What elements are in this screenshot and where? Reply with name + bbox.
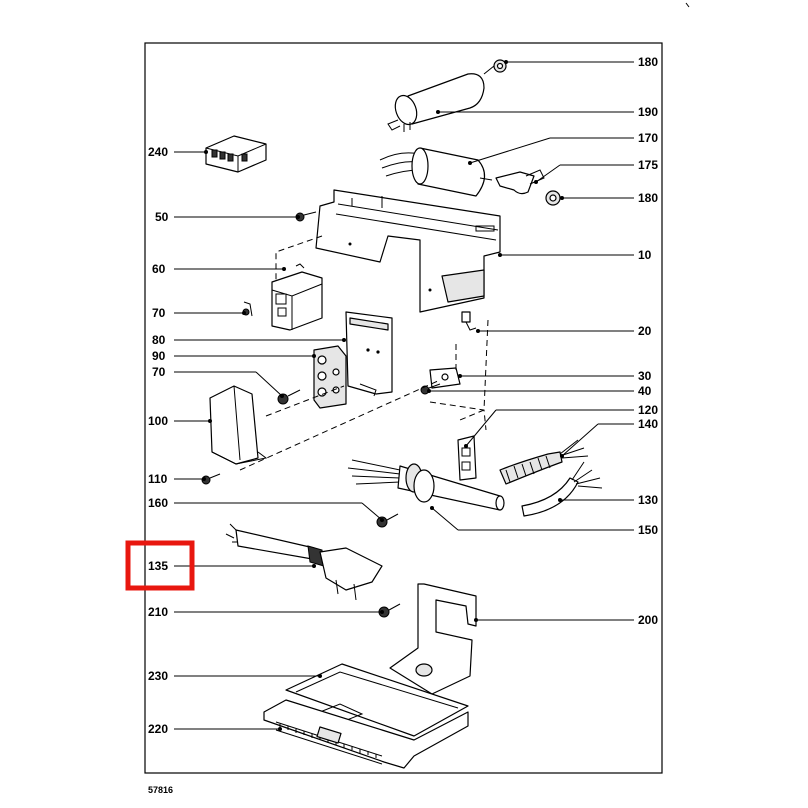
part-240-terminal-block[interactable] (205, 135, 267, 173)
label-230[interactable]: 230 (148, 669, 168, 683)
label-30[interactable]: 30 (638, 369, 652, 383)
label-20[interactable]: 20 (638, 324, 652, 338)
label-70-upper[interactable]: 70 (152, 306, 166, 320)
label-80[interactable]: 80 (152, 333, 166, 347)
label-140[interactable]: 140 (638, 417, 658, 431)
label-200[interactable]: 200 (638, 613, 658, 627)
label-100[interactable]: 100 (148, 414, 168, 428)
part-135-power-cord[interactable] (225, 523, 383, 601)
label-110[interactable]: 110 (148, 472, 168, 486)
part-175-clamp[interactable] (495, 169, 545, 195)
part-120-cable-holder[interactable] (457, 435, 477, 481)
leader-lines (174, 60, 634, 731)
label-180-top[interactable]: 180 (638, 55, 658, 69)
label-175[interactable]: 175 (638, 158, 658, 172)
label-130[interactable]: 130 (638, 493, 658, 507)
label-150[interactable]: 150 (638, 523, 658, 537)
part-170-capacitor-wired[interactable] (379, 147, 493, 197)
label-120[interactable]: 120 (638, 403, 658, 417)
part-60-relay[interactable] (271, 263, 323, 331)
part-10-mounting-plate[interactable] (315, 189, 501, 313)
label-240[interactable]: 240 (148, 145, 168, 159)
label-210[interactable]: 210 (148, 605, 168, 619)
part-100-cover[interactable] (209, 385, 268, 465)
highlight-box-135 (125, 540, 195, 591)
part-190-capacitor[interactable] (387, 73, 485, 132)
part-labels: 180 190 170 175 180 10 20 30 40 120 140 … (148, 55, 658, 736)
part-90-contactor[interactable] (313, 345, 347, 409)
part-140-corrugated-hose[interactable] (499, 439, 589, 485)
label-90[interactable]: 90 (152, 349, 166, 363)
part-40-screw[interactable] (420, 383, 441, 395)
label-170[interactable]: 170 (638, 131, 658, 145)
assembly-lines (239, 235, 489, 471)
part-130-cable[interactable] (521, 461, 603, 517)
part-220-control-board[interactable] (263, 699, 469, 769)
diagram-frame (144, 42, 663, 774)
part-80-mounting-board[interactable] (345, 311, 393, 397)
label-190[interactable]: 190 (638, 105, 658, 119)
label-70-lower[interactable]: 70 (152, 365, 166, 379)
part-180-nut-right[interactable] (545, 190, 561, 206)
part-150-cable-gland[interactable] (347, 459, 505, 511)
label-50[interactable]: 50 (155, 210, 169, 224)
figure-number: 57816 (148, 785, 173, 795)
part-20-bracket[interactable] (461, 311, 477, 331)
label-180-right[interactable]: 180 (638, 191, 658, 205)
label-160[interactable]: 160 (148, 496, 168, 510)
part-30-clip[interactable] (429, 367, 461, 389)
part-180-nut-top[interactable] (483, 59, 507, 75)
label-10[interactable]: 10 (638, 248, 652, 262)
label-135[interactable]: 135 (148, 559, 168, 573)
label-60[interactable]: 60 (152, 262, 166, 276)
part-200-bracket-plate[interactable] (389, 583, 477, 695)
label-220[interactable]: 220 (148, 722, 168, 736)
label-40[interactable]: 40 (638, 384, 652, 398)
corner-mark (685, 2, 690, 8)
